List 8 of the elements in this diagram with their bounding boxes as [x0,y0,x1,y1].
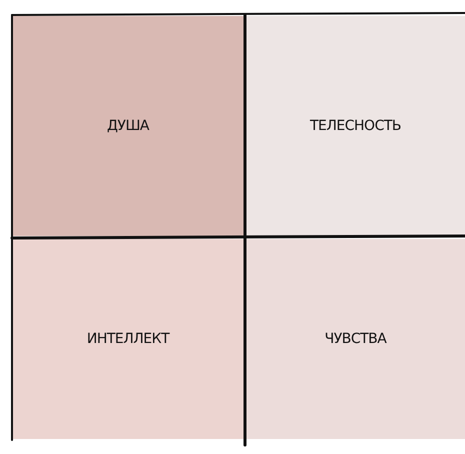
quadrant-label: ЧУВСТВА [324,331,386,347]
quadrant-panel [12,239,244,439]
quadrant-label: ИНТЕЛЛЕКТ [86,331,170,347]
quadrant-label: ДУША [106,118,150,134]
quadrant-label: ТЕЛЕСНОСТЬ [310,118,402,134]
quadrant-panel [246,16,465,236]
quadrant-panel [12,16,244,236]
quadrant-panel [246,239,465,439]
